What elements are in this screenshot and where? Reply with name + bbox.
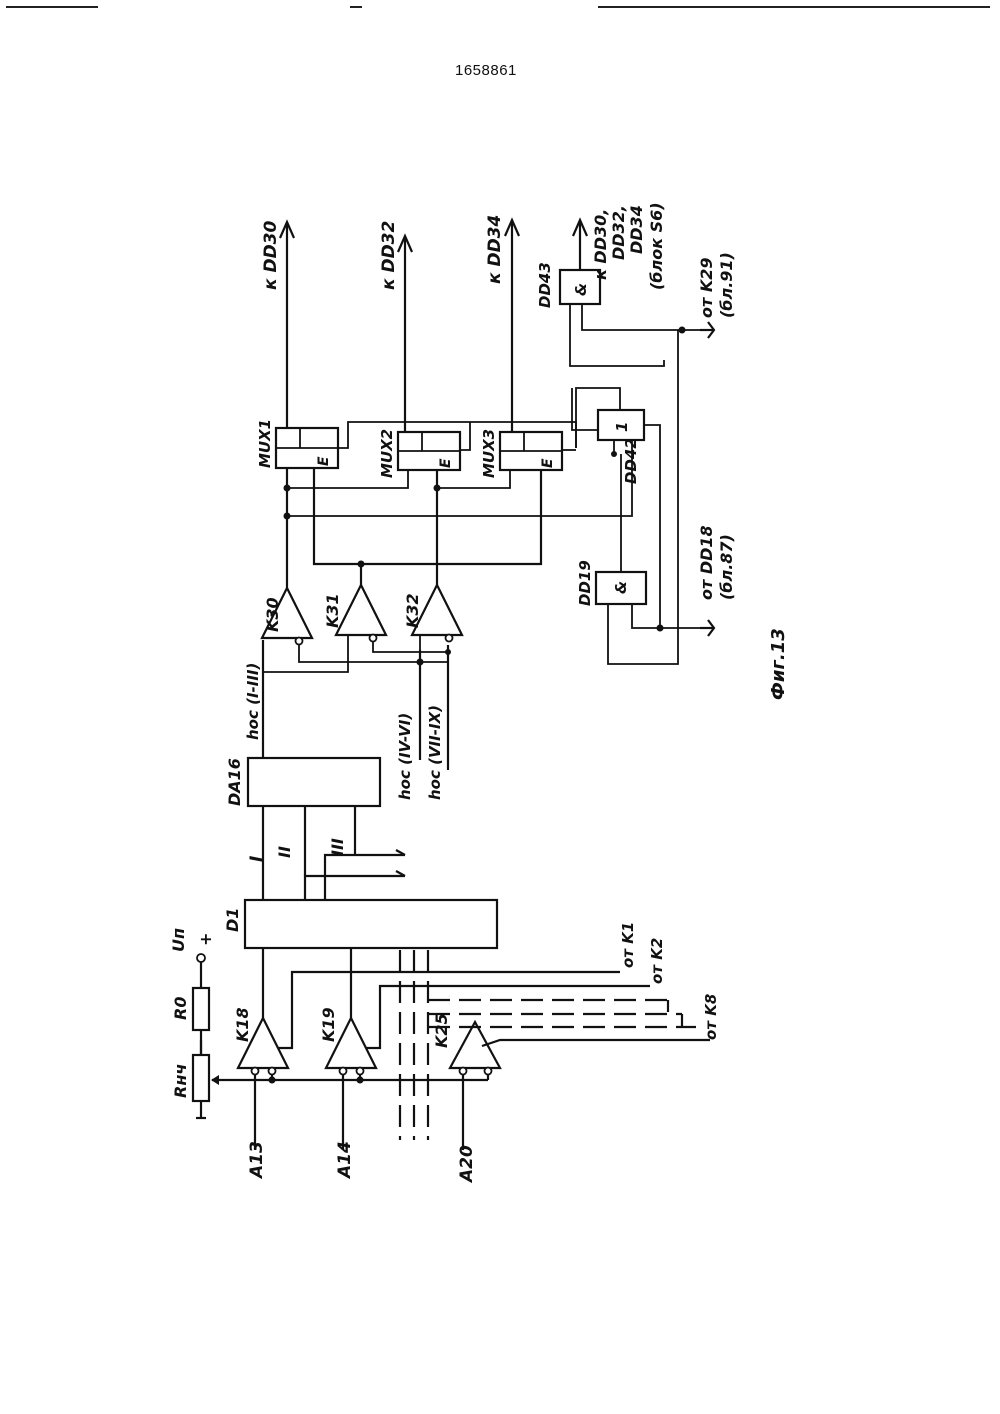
label-r-load: Rнч xyxy=(171,1064,190,1098)
label-k19: K19 xyxy=(319,1007,338,1042)
label-mux1: MUX1 xyxy=(256,419,274,468)
ground-symbol xyxy=(196,1100,206,1118)
label-to-dd34: к DD34 xyxy=(485,215,505,284)
label-channel-3: III xyxy=(328,838,347,856)
label-to-multi-3: DD34 xyxy=(627,205,646,254)
block-da16 xyxy=(248,758,380,806)
label-a20: A20 xyxy=(457,1145,477,1184)
label-r0: R0 xyxy=(171,997,190,1020)
resistor-r0 xyxy=(193,988,209,1030)
label-to-multi-1: к DD30, xyxy=(591,209,610,280)
comparator-k31 xyxy=(336,585,386,635)
label-to-multi-2: DD32, xyxy=(609,205,628,260)
label-a14: A14 xyxy=(335,1141,355,1180)
label-da16: DA16 xyxy=(225,758,244,806)
label-a13: A13 xyxy=(247,1141,267,1180)
label-mux1-enable: E xyxy=(316,456,332,466)
figure-caption: Фиг.13 xyxy=(768,628,789,700)
label-k25: K25 xyxy=(432,1013,451,1048)
label-dd43-and: & xyxy=(572,283,590,296)
label-supply: Uп xyxy=(169,928,188,952)
comparator-k25 xyxy=(450,1022,500,1068)
potentiometer-wiper xyxy=(211,1075,488,1085)
label-hoc-1-3: hос (I-III) xyxy=(244,663,262,740)
label-k32: K32 xyxy=(403,593,422,628)
label-from-k1: от K1 xyxy=(619,922,637,968)
label-dd19: DD19 xyxy=(576,560,594,606)
label-d1: D1 xyxy=(223,908,242,932)
label-mux2: MUX2 xyxy=(378,429,396,478)
label-to-dd30: к DD30 xyxy=(261,220,281,290)
label-to-multi-4: (блок S6) xyxy=(647,202,666,290)
label-plus: + xyxy=(196,933,215,946)
label-mux2-enable: E xyxy=(438,458,454,468)
label-from-k8: от K8 xyxy=(702,994,720,1040)
block-d1 xyxy=(245,900,497,948)
label-from-k29-block: (бл.91) xyxy=(717,252,736,318)
label-from-k29: от K29 xyxy=(697,258,716,319)
resistor-r-load xyxy=(193,1055,209,1101)
supply-terminal xyxy=(197,954,205,962)
label-to-dd32: к DD32 xyxy=(379,221,399,290)
label-from-dd18: от DD18 xyxy=(697,525,716,600)
label-dd42-or: 1 xyxy=(613,422,631,432)
label-mux3: MUX3 xyxy=(480,429,498,478)
label-channel-2: II xyxy=(275,846,294,858)
label-k18: K18 xyxy=(233,1007,252,1042)
label-hoc-4-6: hос (IV-VI) xyxy=(396,713,414,800)
label-from-k2: от K2 xyxy=(648,938,666,984)
label-channel-1: I xyxy=(247,856,267,862)
label-dd19-and: & xyxy=(612,581,630,594)
label-k30: K30 xyxy=(263,597,282,632)
label-hoc-7-9: hос (VII-IX) xyxy=(426,705,444,800)
label-k31: K31 xyxy=(323,593,342,628)
label-mux3-enable: E xyxy=(540,458,556,468)
label-dd42: DD42 xyxy=(622,438,640,484)
label-from-dd18-block: (бл.87) xyxy=(717,534,736,600)
label-dd43: DD43 xyxy=(536,262,554,308)
